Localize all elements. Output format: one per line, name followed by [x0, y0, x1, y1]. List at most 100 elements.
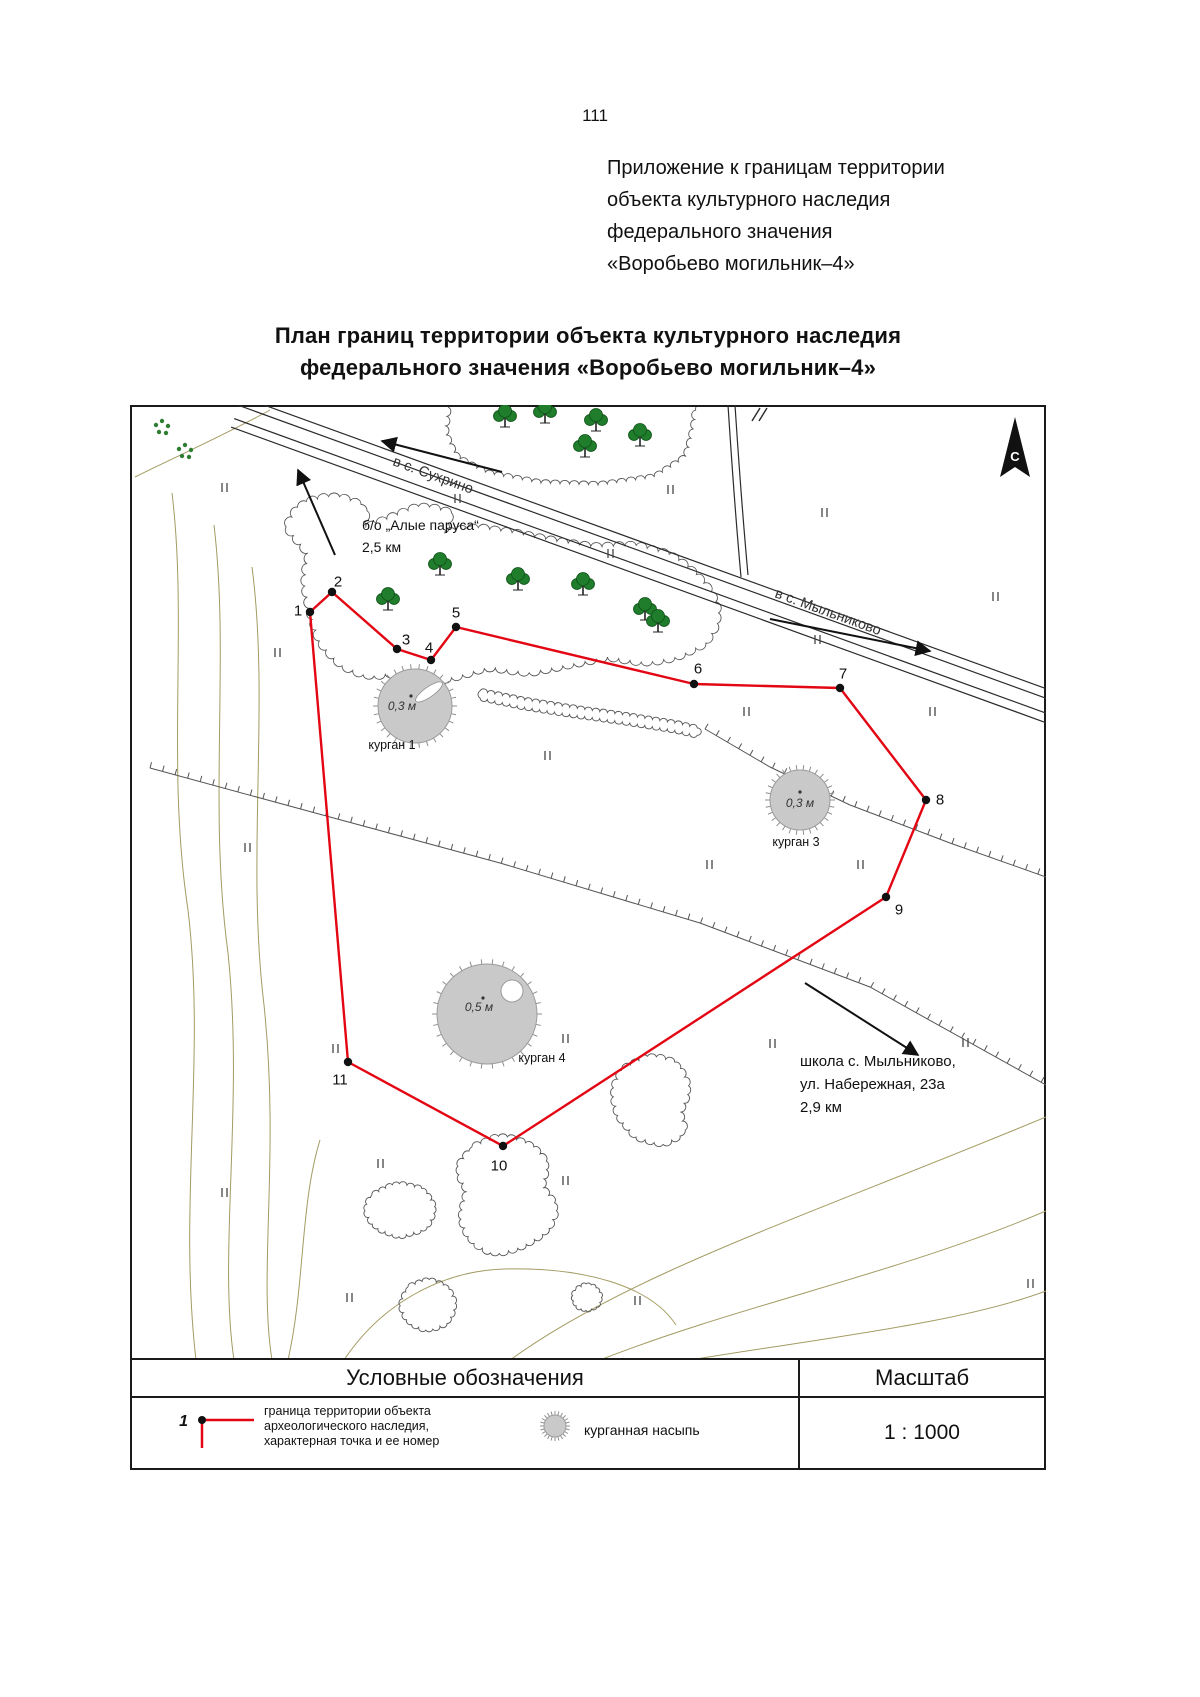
- embankment-tick: [704, 723, 709, 730]
- boundary-legend-number: 1: [179, 1413, 188, 1430]
- shrub-dots-icon: [153, 418, 171, 436]
- grass-icon: [743, 707, 750, 716]
- scale-value: 1 : 1000: [884, 1421, 960, 1444]
- embankment-tick: [771, 762, 776, 769]
- boundary-point: [426, 655, 436, 665]
- road-break-mark: [751, 407, 761, 422]
- grass-icon: [1027, 1279, 1034, 1288]
- annotation-line: «Воробьево могильник–4»: [607, 253, 855, 275]
- tree-icon: [493, 405, 517, 428]
- grass-icon: [221, 483, 228, 492]
- road-line: [238, 405, 1046, 699]
- tree-icon: [628, 423, 652, 447]
- embankment-tick: [1000, 855, 1004, 862]
- embankment-tick: [525, 864, 529, 871]
- embankment-tick: [724, 926, 728, 933]
- tree-icon: [506, 567, 530, 591]
- embankment-tick: [760, 756, 765, 763]
- embankment-tick: [400, 830, 403, 837]
- embankment-tick: [712, 921, 716, 928]
- pointer-arrow: [380, 436, 503, 473]
- embankment-tick: [1040, 1076, 1045, 1083]
- embankment-tick: [237, 785, 240, 793]
- embankment-tick: [1025, 863, 1029, 870]
- summit-dot: [409, 694, 413, 698]
- embankment-lines: [149, 723, 1046, 1086]
- embankment-tick: [625, 894, 629, 901]
- embankment-tick: [951, 837, 955, 844]
- embankment-tick: [312, 806, 316, 813]
- boundary-point: [305, 607, 315, 617]
- embankment-tick: [662, 906, 666, 913]
- boundary-point: [343, 1057, 353, 1067]
- tree-icon: [646, 609, 670, 633]
- tree-icon: [533, 405, 557, 424]
- plan-title-line: План границ территории объекта культурно…: [274, 323, 902, 348]
- scale-header-label: Масштаб: [874, 1365, 970, 1390]
- embankment-tick: [736, 931, 740, 938]
- serrated-circle: [765, 765, 835, 835]
- contour-line: [251, 566, 273, 1360]
- plan-title: План границ территории объекта культурно…: [0, 320, 1176, 384]
- embankment-tick: [878, 810, 882, 817]
- grass-icon: [607, 549, 614, 558]
- boundary-point-number: 7: [839, 666, 847, 683]
- school-label-line1: школа с. Мыльниково,: [800, 1053, 956, 1070]
- grass-icon: [769, 1039, 776, 1048]
- grass-marks: [221, 483, 1034, 1305]
- side-road-line: [734, 405, 749, 576]
- scalloped-outline: [444, 406, 697, 487]
- embankment-tick: [893, 994, 897, 1001]
- scalloped-outline: [398, 1277, 458, 1333]
- appendix-annotation: Приложение к границам территории объекта…: [607, 152, 945, 280]
- embankment-tick: [550, 872, 554, 879]
- embankment-tick: [513, 861, 516, 868]
- embankment-tick: [797, 954, 801, 961]
- grass-icon: [544, 751, 551, 760]
- embankment-tick: [362, 820, 366, 827]
- embankment-tick: [587, 883, 591, 890]
- boundary-point-number: 10: [491, 1158, 508, 1175]
- contour-lines: [134, 409, 1046, 1360]
- pointer-arrow: [804, 982, 920, 1056]
- tree-icon: [571, 572, 595, 596]
- embankment-tick: [870, 981, 875, 988]
- embankment-tick: [650, 902, 653, 909]
- plan-title-line: федерального значения «Воробьево могильн…: [299, 355, 877, 380]
- embankment-tick: [915, 1007, 920, 1013]
- tree-icon: [428, 552, 452, 576]
- legend-label-line: граница территории объекта: [264, 1404, 431, 1418]
- embankment-tick: [727, 736, 731, 743]
- grass-icon: [962, 1038, 969, 1047]
- grass-icon: [706, 860, 713, 869]
- boundary-legend-label: граница территории объекта археологическ…: [264, 1404, 439, 1449]
- grass-icon: [562, 1034, 569, 1043]
- mound-name-label: курган 1: [368, 738, 415, 752]
- embankment-tick: [881, 988, 886, 994]
- embankment-tick: [842, 795, 846, 802]
- grass-icon: [454, 494, 461, 503]
- mound-legend-symbol: [540, 1411, 570, 1441]
- trees: [153, 405, 670, 633]
- north-arrow-shape: [1000, 417, 1030, 477]
- boundary-point: [835, 683, 845, 693]
- embankment-tick: [500, 857, 504, 864]
- embankment-tick: [988, 850, 992, 857]
- grass-icon: [992, 592, 999, 601]
- embankment-tick: [412, 833, 416, 840]
- scalloped-outline: [477, 688, 702, 738]
- grass-icon: [346, 1293, 353, 1302]
- legend-label-line: характерная точка и ее номер: [264, 1434, 440, 1448]
- legend-header-label: Условные обозначения: [346, 1365, 584, 1390]
- embankment-tick: [375, 823, 378, 830]
- embankment-tick: [300, 803, 303, 810]
- grass-icon: [667, 485, 674, 494]
- embankment-tick: [675, 909, 678, 916]
- grass-icon: [244, 843, 251, 852]
